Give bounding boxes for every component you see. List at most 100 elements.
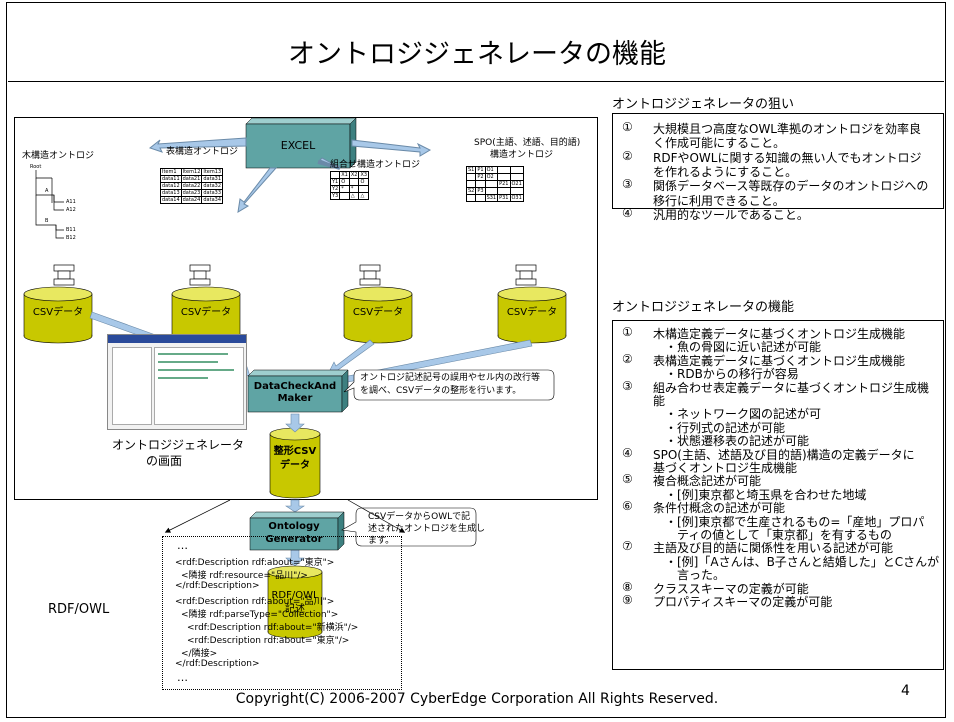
list-item-text: ・魚の骨図に近い記述が可能 — [653, 340, 822, 355]
list-item-text: く作成可能にすること。 — [653, 136, 786, 151]
table-ontology-label: 表構造オントロジ — [166, 147, 239, 157]
mini-table-cell: S1 — [465, 166, 477, 174]
list-item-text: 木構造定義データに基づくオントロジ生成機能 — [653, 327, 906, 341]
formatted-csv-label-2: データ — [280, 460, 310, 471]
mini-table-cell: data24 — [180, 196, 203, 204]
tree-node-root: Root — [30, 164, 42, 170]
mini-table-cell: data12 — [160, 182, 182, 190]
rdfowl-label: RDF/OWL — [48, 602, 110, 617]
mini-table-cell — [497, 173, 511, 181]
code-line: <rdf:Description rdf:about="品川"> — [175, 597, 335, 607]
generator-note-1: CSVデータからOWLで記 — [368, 512, 471, 522]
list-item-number: ① — [622, 120, 633, 134]
aims-heading: オントロジジェネレータの狙い — [612, 97, 795, 112]
page-number: 4 — [901, 683, 910, 699]
mini-table-row: Y2** — [329, 185, 370, 193]
tree-node-a12: A12 — [66, 207, 76, 213]
mini-table-cell: O2 — [484, 173, 499, 181]
slide-title: オントロジジェネレータの機能 — [288, 39, 666, 70]
list-item-number: ① — [622, 325, 633, 339]
datacheck-callout-shape — [343, 369, 555, 401]
mini-table-cell — [465, 180, 477, 188]
list-item-text: プロパティスキーマの定義が可能 — [653, 595, 833, 609]
csv-cylinder-4 — [497, 286, 567, 344]
mini-table-cell — [475, 180, 486, 188]
code-line: <隣接 rdf:parseType="Collection"> — [181, 610, 339, 620]
list-item-number: ④ — [622, 205, 633, 220]
screen-caption-2: の画面 — [146, 454, 183, 468]
code-line: <隣接 rdf:resource="品川"/> — [181, 571, 308, 581]
tree-node-a11: A11 — [66, 199, 76, 205]
datacheck-box — [247, 369, 349, 413]
mini-table-cell — [358, 185, 370, 193]
generator-label-2: Generator — [265, 534, 323, 545]
mini-table-cell: data23 — [180, 189, 203, 197]
mini-table-cell: O — [339, 178, 350, 186]
mini-table-cell: data11 — [160, 175, 182, 183]
list-item-text: 条件付概念の記述が可能 — [653, 501, 786, 516]
tree-ontology-label: 木構造オントロジ — [22, 151, 95, 161]
mini-table-cell — [509, 173, 524, 181]
mini-table-cell — [329, 171, 341, 179]
mini-table-cell — [509, 166, 524, 174]
mini-table-cell: Y1 — [329, 178, 341, 186]
code-line: … — [177, 671, 188, 684]
mini-table-cell: O31 — [509, 194, 524, 202]
mini-table-cell: * — [348, 185, 360, 193]
list-item-text: 関係データベース等既存のデータのオントロジへの — [653, 179, 929, 194]
list-item-number: ④ — [622, 445, 633, 460]
list-item-text: RDFやOWLに関する知識の無い人でもオントロジ — [653, 150, 922, 165]
mini-table-cell: P1 — [475, 166, 486, 174]
list-item-text: ・[例]東京都と埼玉県を合わせた地域 — [653, 487, 867, 502]
list-item-number: ⑥ — [622, 499, 633, 514]
excel-label: EXCEL — [280, 139, 316, 152]
mini-table-cell: S2 — [465, 187, 477, 195]
code-line: <rdf:Description rdf:about="東京"> — [175, 558, 335, 568]
excel-arrows — [148, 137, 432, 213]
list-item-text: 複合概念記述が可能 — [653, 474, 762, 489]
list-item-number: ⑤ — [622, 472, 633, 487]
list-item-text: SPO(主語、述語及び目的語)構造の定義データに — [653, 447, 915, 462]
csv-label-1: CSVデータ — [32, 307, 84, 318]
datacheck-note-2: を調べ、CSVデータの整形を行います。 — [360, 386, 522, 396]
list-item-text: ・状態遷移表の記述が可能 — [653, 434, 810, 449]
rdfowl-cyl-label-1: RDF/OWL — [271, 590, 319, 601]
mini-table-cell: P2 — [475, 173, 486, 181]
bracket-arrows — [53, 264, 537, 286]
mini-table-cell: X2 — [348, 171, 360, 179]
mini-table-cell: △ — [348, 192, 360, 200]
list-item-text: を作れるようにすること。 — [653, 164, 798, 179]
list-item-text: 能 — [653, 394, 666, 408]
csv-label-4: CSVデータ — [506, 307, 558, 318]
app-screenshot-image — [107, 334, 247, 430]
mini-table-cell — [465, 173, 477, 181]
spo-ontology-label: SPO(主語、述語、目的語) — [474, 138, 581, 148]
list-item-number: ⑦ — [622, 539, 633, 554]
csv-label-2: CSVデータ — [180, 307, 232, 318]
mini-table-cell: P3 — [475, 187, 486, 195]
csv-label-3: CSVデータ — [352, 307, 404, 318]
tree-structure — [35, 170, 64, 239]
generator-box — [249, 511, 345, 551]
mini-table-cell — [484, 180, 499, 188]
flow-arrows — [285, 413, 305, 567]
slide-frame — [6, 2, 946, 718]
list-item-text: ・[例]「Aさんは、B子さんと結婚した」とCさんが — [653, 554, 940, 569]
generator-note-3: ます。 — [368, 536, 395, 546]
list-item-text: 基づくオントロジ生成機能 — [653, 461, 798, 475]
mini-table-row: Y3△△ — [329, 192, 370, 200]
list-item-text: 大規模且つ高度なOWL準拠のオントロジを効率良 — [653, 122, 921, 136]
list-item-text: 表構造定義データに基づくオントロジ生成機能 — [653, 353, 906, 368]
copyright-footer: Copyright(C) 2006-2007 CyberEdge Corpora… — [235, 691, 719, 707]
mini-table-cell: Y3 — [329, 192, 341, 200]
